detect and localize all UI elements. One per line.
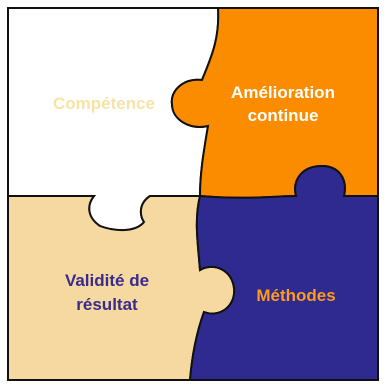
piece-bottom-right [188, 164, 379, 381]
label-validite-line2: résultat [76, 295, 138, 314]
label-competence: Compétence [53, 94, 155, 113]
label-validite-line1: Validité de [65, 271, 149, 290]
puzzle-border [7, 7, 379, 381]
label-amelioration-line1: Amélioration [231, 83, 335, 102]
label-amelioration-line2: continue [248, 106, 319, 125]
label-methodes: Méthodes [256, 286, 335, 305]
